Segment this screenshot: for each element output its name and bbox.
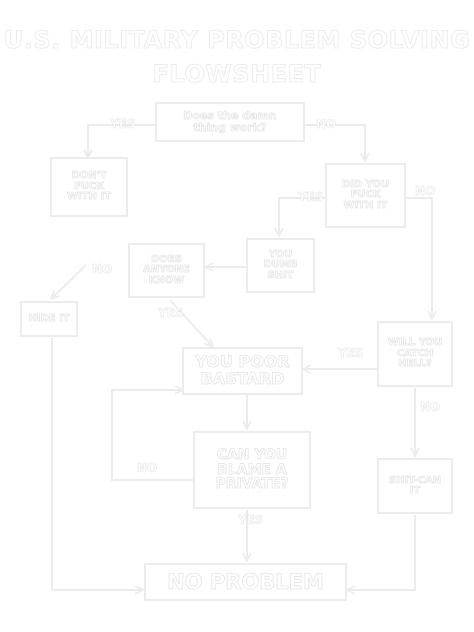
edge-works-yes (88, 124, 155, 157)
node-will-you-catch-hell: WILL YOU CATCH HELL? (377, 321, 453, 387)
edge-shitcan-noproblem (348, 515, 416, 590)
edge-works-no (305, 124, 365, 160)
node-no-problem: NO PROBLEM (144, 563, 347, 601)
node-dont-fuck-with-it: DON'T FUCK WITH IT (50, 157, 128, 217)
node-hide-it: HIDE IT (20, 301, 78, 337)
node-shit-can-it: SHIT-CAN IT (377, 458, 453, 514)
label-hell-no: NO (420, 400, 441, 415)
node-does-anyone-know: DOES ANYONE KNOW (128, 243, 205, 298)
node-you-dumb-shit: YOU DUMB SHIT (246, 238, 315, 293)
label-did-no: NO (415, 184, 436, 199)
label-works-no: NO (316, 117, 337, 132)
label-hell-yes: YES (338, 346, 364, 361)
label-did-yes: YES (298, 190, 324, 205)
edge-anyone-yes (169, 299, 212, 346)
node-can-you-blame-a-private: CAN YOU BLAME A PRIVATE? (193, 431, 311, 509)
edge-did-no (406, 197, 432, 318)
edge-hide-noproblem (51, 338, 142, 590)
edge-anyone-no (52, 264, 87, 298)
label-anyone-no: NO (92, 262, 113, 277)
node-you-poor-bastard: YOU POOR BASTARD (182, 347, 303, 395)
label-anyone-yes: YES (158, 306, 184, 321)
page-title: U.S. MILITARY PROBLEM SOLVING (3, 26, 471, 55)
label-blame-yes: YES (238, 513, 264, 528)
label-blame-no: NO (137, 461, 158, 476)
edge-did-yes (279, 197, 325, 235)
page-subtitle: FLOWSHEET (152, 60, 322, 89)
edge-blame-no (111, 390, 193, 481)
node-did-you-fuck-with-it: DID YOU FUCK WITH IT (325, 163, 406, 228)
node-does-it-work: Does the damn thing work? (155, 102, 305, 142)
label-works-yes: YES (110, 117, 136, 132)
